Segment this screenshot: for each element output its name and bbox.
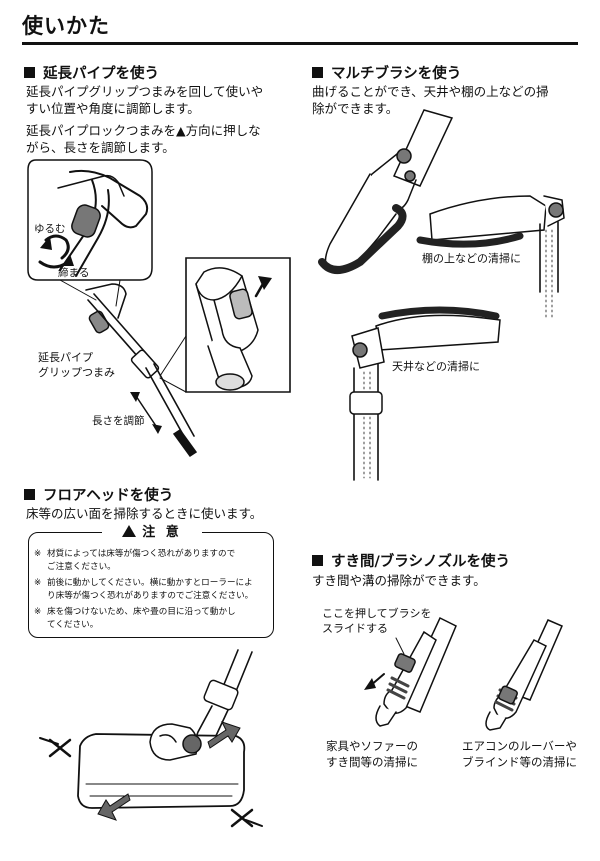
multi-brush-description: 曲げることができ、天井や棚の上などの掃 除ができます。: [312, 83, 549, 117]
section-bullet-icon: [312, 555, 323, 566]
caution-title: 注 意: [102, 521, 202, 540]
caution-note-3: ※ 床を傷つけないため、床や畳の目に沿って動かし てください。: [34, 606, 270, 631]
multi-brush-heading-text: マルチブラシを使う: [331, 66, 462, 82]
floor-head-heading: フロアヘッドを使う: [24, 484, 173, 505]
floor-head-description: 床等の広い面を掃除するときに使います。: [26, 506, 263, 521]
caution-note-2-line2: り床等が傷つく恐れがありますのでご注意ください。: [47, 590, 254, 601]
caution-note-3-line1: 床を傷つけないため、床や畳の目に沿って動かし: [47, 607, 236, 617]
warning-triangle-icon: [122, 525, 137, 537]
extension-pipe-para1-line1: 延長パイプグリップつまみを回して使いや: [26, 84, 264, 99]
extension-pipe-para2-line1: 延長パイプロックつまみを▲方向に押しな: [26, 123, 261, 138]
caution-note-3-line2: てください。: [47, 619, 99, 630]
section-bullet-icon: [312, 67, 323, 78]
label-tighten: 締まる: [58, 267, 90, 279]
section-bullet-icon: [24, 489, 35, 500]
caution-note-1-line1: 材質によっては床等が傷つく恐れがありますので: [47, 549, 236, 559]
caution-note-2-line1: 前後に動かしてください。横に動かすとローラーによ: [47, 578, 253, 588]
label-loosen: ゆるむ: [34, 223, 66, 235]
label-aircon-cleaning-line2: ブラインド等の清掃に: [462, 755, 577, 769]
label-furniture-cleaning: 家具やソファーの すき間等の清掃に: [326, 738, 418, 770]
crevice-nozzle-heading-text: すき間/ブラシノズルを使う: [331, 554, 511, 570]
label-adjust-length: 長さを調節: [92, 415, 145, 427]
extension-pipe-description: 延長パイプグリップつまみを回して使いや すい位置や角度に調節します。 延長パイプ…: [26, 83, 263, 156]
label-furniture-cleaning-line1: 家具やソファーの: [326, 739, 418, 753]
extension-pipe-heading-text: 延長パイプを使う: [43, 66, 159, 82]
caution-note-1-line2: ご注意ください。: [47, 561, 116, 572]
label-aircon-cleaning-line1: エアコンのルーバーや: [462, 739, 577, 753]
note-mark: ※: [34, 578, 42, 588]
extension-pipe-para1-line2: すい位置や角度に調節します。: [26, 101, 200, 116]
section-bullet-icon: [24, 67, 35, 78]
label-grip-knob-line1: 延長パイプ: [38, 351, 93, 364]
page-title: 使いかた: [22, 14, 110, 38]
label-grip-knob-line2: グリップつまみ: [38, 366, 115, 379]
title-divider: [22, 42, 578, 45]
label-ceiling-cleaning: 天井などの清掃に: [392, 360, 480, 373]
extension-pipe-heading: 延長パイプを使う: [24, 62, 159, 83]
note-mark: ※: [34, 549, 42, 559]
caution-title-text: 注 意: [142, 525, 182, 540]
label-push-slide-line2: スライドする: [322, 622, 388, 635]
caution-note-2: ※ 前後に動かしてください。横に動かすとローラーによ り床等が傷つく恐れがありま…: [34, 577, 270, 602]
label-grip-knob: 延長パイプ グリップつまみ: [38, 350, 115, 380]
multi-brush-heading: マルチブラシを使う: [312, 62, 461, 83]
caution-note-1: ※ 材質によっては床等が傷つく恐れがありますので ご注意ください。: [34, 548, 270, 573]
label-furniture-cleaning-line2: すき間等の清掃に: [326, 755, 418, 769]
multi-brush-para-line2: 除ができます。: [312, 101, 399, 116]
label-shelf-cleaning: 棚の上などの清掃に: [422, 252, 521, 265]
crevice-nozzle-heading: すき間/ブラシノズルを使う: [312, 550, 510, 571]
extension-pipe-para2-line2: がら、長さを調節します。: [26, 140, 175, 155]
label-aircon-cleaning: エアコンのルーバーや ブラインド等の清掃に: [462, 738, 577, 770]
label-push-slide: ここを押してブラシを スライドする: [322, 606, 431, 636]
label-push-slide-line1: ここを押してブラシを: [322, 607, 432, 620]
note-mark: ※: [34, 607, 42, 617]
multi-brush-para-line1: 曲げることができ、天井や棚の上などの掃: [312, 84, 549, 99]
crevice-nozzle-description: すき間や溝の掃除ができます。: [312, 573, 486, 588]
floor-head-heading-text: フロアヘッドを使う: [43, 488, 174, 504]
